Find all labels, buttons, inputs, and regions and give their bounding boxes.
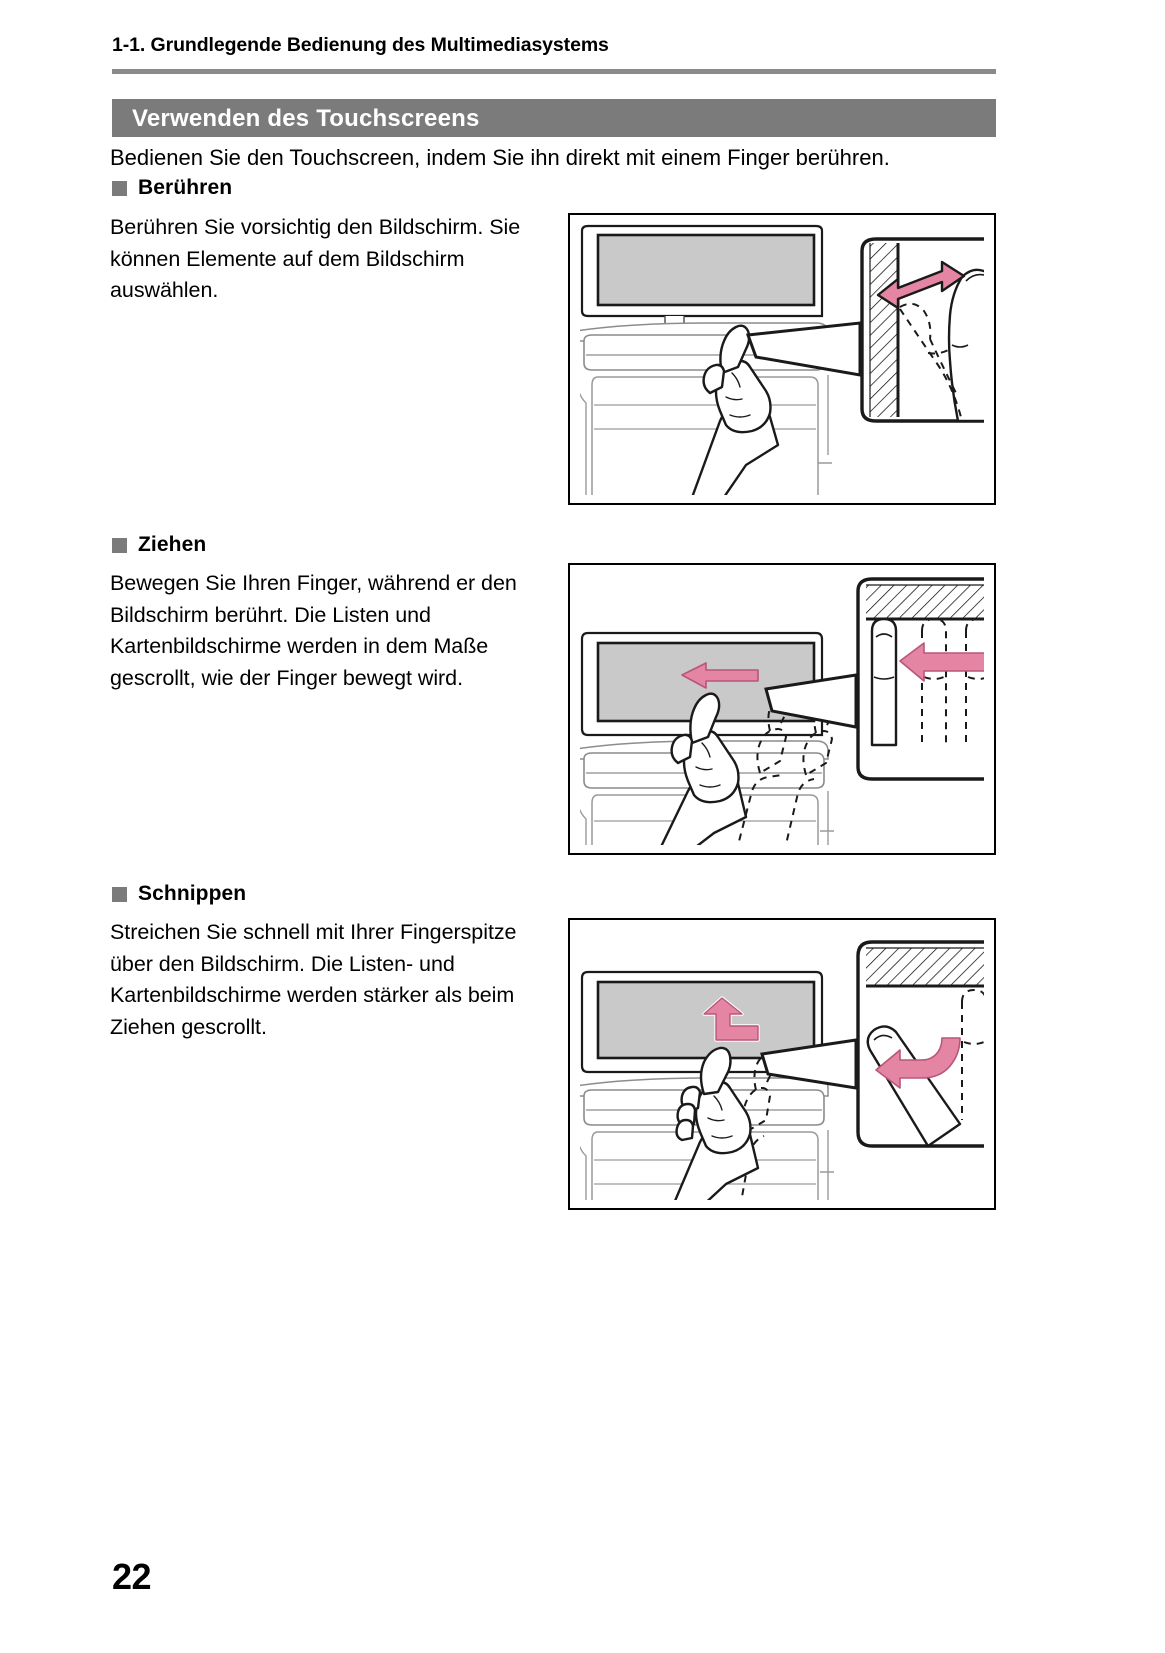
subsection-label: Schnippen [138, 882, 247, 905]
intro-paragraph: Bedienen Sie den Touchscreen, indem Sie … [110, 145, 890, 170]
square-bullet-icon [112, 886, 127, 902]
subsection-heading-schnippen: Schnippen [112, 882, 246, 906]
subsection-heading-ziehen: Ziehen [112, 533, 206, 557]
touch-gesture-illustration [568, 213, 996, 505]
flick-gesture-illustration [568, 918, 996, 1210]
section-title-bar: Verwenden des Touchscreens [112, 99, 996, 137]
section-title: Verwenden des Touchscreens [132, 105, 480, 132]
page-number: 22 [112, 1556, 152, 1597]
drag-gesture-illustration [568, 563, 996, 855]
square-bullet-icon [112, 537, 127, 553]
body-paragraph-schnippen: Streichen Sie schnell mit Ihrer Fingersp… [110, 920, 517, 1039]
header-rule [112, 69, 996, 74]
body-paragraph-ziehen: Bewegen Sie Ihren Finger, während er den… [110, 571, 517, 690]
square-bullet-icon [112, 180, 127, 196]
subsection-label: Ziehen [138, 533, 207, 556]
running-head: 1-1. Grundlegende Bedienung des Multimed… [112, 34, 609, 56]
body-paragraph-beruehren: Berühren Sie vorsichtig den Bildschirm. … [110, 215, 521, 302]
subsection-label: Berühren [138, 176, 233, 199]
subsection-heading-beruehren: Berühren [112, 176, 232, 200]
